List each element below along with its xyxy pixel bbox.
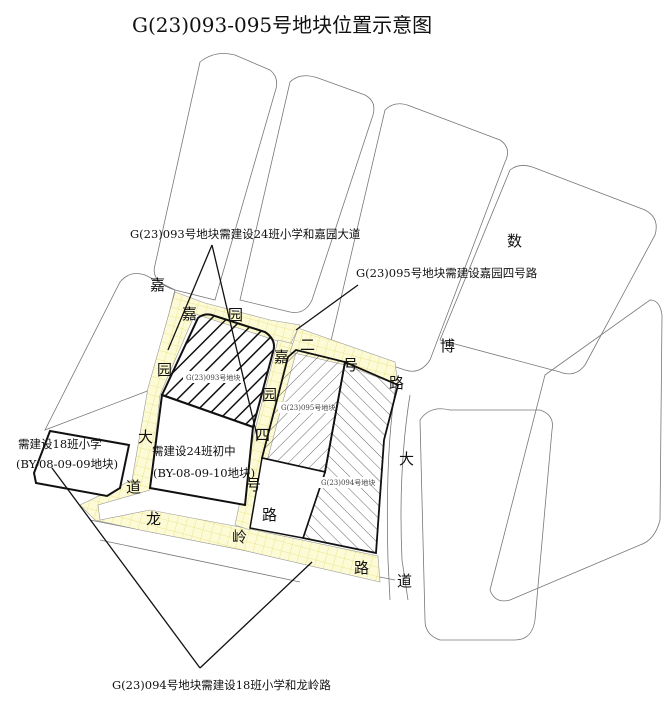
parcel-label-bg	[183, 371, 243, 383]
road-label-shubo: 博	[440, 337, 455, 355]
road-label-jiayuan-dadao: 园	[228, 306, 243, 324]
parcel-093[interactable]	[160, 313, 275, 429]
road-label-jiayuan-sihao: 号	[246, 476, 261, 494]
road-label-longling: 龙	[146, 510, 161, 528]
road-label-longling: 岭	[232, 528, 247, 546]
road-label-erhao: 号	[343, 356, 358, 374]
callout-094: G(23)094号地块需建设18班小学和龙岭路	[112, 678, 331, 692]
road-label-jiayuan-dadao: 道	[126, 478, 141, 496]
road-label-jiayuan-dadao: 嘉	[150, 276, 165, 294]
callout-093: G(23)093号地块需建设24班小学和嘉园大道	[130, 227, 361, 241]
parcel-label-bg	[278, 402, 332, 413]
road-label-erhao: 二	[300, 336, 315, 354]
road-label-shubo: 道	[397, 572, 412, 590]
road-labels: 嘉 园 园 大 道 嘉 园 四 号 路 嘉 二 号 路 龙 岭 路 数 博 大 …	[126, 232, 522, 590]
road-label-jiayuan-sihao: 园	[262, 386, 277, 404]
road-label-jiayuan-dadao: 大	[138, 428, 153, 446]
leader-lines	[51, 244, 359, 669]
road-label-jiayuan-dadao: 园	[157, 361, 172, 379]
road-label-jiayuan-sihao: 嘉	[182, 305, 197, 323]
parcel-094-label: G(23)094号地块	[321, 478, 375, 487]
school-24-parcel[interactable]	[148, 393, 255, 507]
road-label-erhao: 嘉	[274, 348, 289, 366]
callout-095: G(23)095号地块需建设嘉园四号路	[356, 266, 538, 280]
school-24-id: (BY-08-09-10地块)	[153, 466, 255, 480]
parcel-095-label: G(23)095号地块	[281, 403, 335, 412]
road-label-jiayuan-sihao: 四	[255, 426, 270, 444]
road-label-erhao: 路	[389, 374, 404, 392]
school-18-parcel[interactable]	[32, 429, 131, 498]
road-label-longling: 路	[354, 559, 369, 577]
road-label-jiayuan-sihao: 路	[262, 506, 277, 524]
school-18-label: 需建设18班小学	[18, 437, 102, 451]
blank-parcel	[249, 457, 326, 539]
school-18-id: (BY-08-09-09地块)	[16, 457, 118, 471]
school-24-label: 需建设24班初中	[152, 444, 236, 458]
road-label-shubo: 大	[399, 450, 414, 468]
road-label-shubo: 数	[507, 232, 522, 250]
parcel-093-label: G(23)093号地块	[186, 373, 240, 382]
parcel-label-bg	[318, 477, 370, 488]
map-title: G(23)093-095号地块位置示意图	[132, 13, 432, 37]
